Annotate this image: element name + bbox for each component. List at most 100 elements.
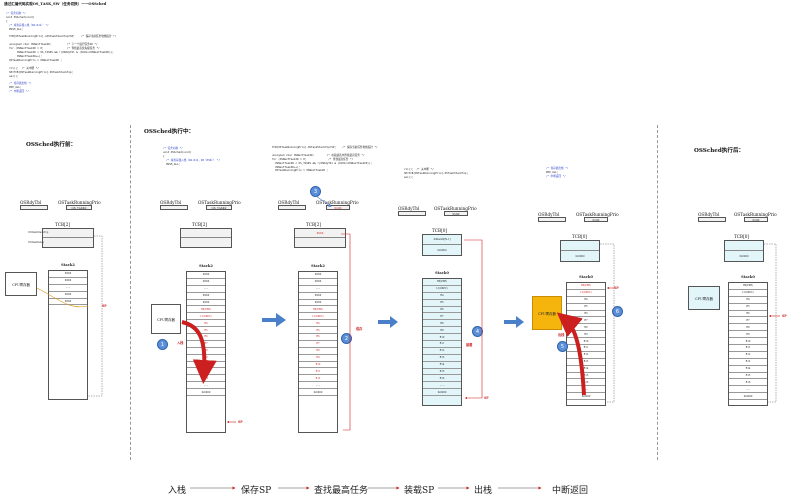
stack-cell: XXXX (49, 271, 87, 278)
stack-cell: R5 (299, 327, 337, 335)
osrdytbl-label: OSRdyTbl (398, 206, 420, 211)
stack-cell: R0(PSR) (729, 283, 767, 290)
stack-cell: R6 (187, 334, 225, 341)
step-circle-2: 2 (341, 333, 352, 344)
stack-cell: 0x0000 (729, 393, 767, 401)
code-line: unsigned char OSNextTaskID; /* 在就绪表中查找最高… (272, 153, 365, 157)
stack-cell: Lr(OSPC) (423, 286, 461, 293)
step-label-load: 装载SP (404, 486, 435, 496)
stack-cell: XXXX (49, 299, 87, 306)
stack-cell: R11 (299, 368, 337, 376)
sp-label-push: SP (238, 420, 243, 424)
code-line: /* 寄存器出栈 */ (6, 82, 32, 86)
ostaskrunningprio-label: OSTaskRunningPrio (734, 212, 777, 217)
tcb2-box: XXXX (294, 228, 346, 248)
stack0-title: Stack0 (741, 275, 755, 279)
tcb0-label: TCB[0] (734, 234, 750, 239)
stack-cell: XXXX (187, 279, 225, 286)
tcb-row-stacktop (43, 229, 93, 238)
prio-value: 0x00 (592, 217, 600, 222)
code-line: for (OSNextTaskID = 0; /* 查找最高任务 */ (272, 157, 354, 161)
tcb2-box (42, 228, 94, 248)
stack-cell: R0(PSR) (187, 306, 225, 314)
tcb0-label: TCB[0] (572, 234, 588, 239)
stack-cell: R15 (729, 373, 767, 380)
save-find-code: TCB[OSTaskRunningPrio].OSTaskStackTop=SP… (272, 146, 378, 173)
stack-cell: R6 (299, 334, 337, 341)
prio-box: 0x00 (444, 211, 468, 216)
stack-cell: ...... (567, 386, 605, 394)
stack-cell: R7 (567, 317, 605, 325)
stack-cell: XXXX (49, 292, 87, 299)
before-curve (36, 287, 89, 308)
code-line: OSTaskRunningPrio = OSNextTaskID ; (6, 58, 63, 62)
code-line: cli(); /* 关中断 */ (404, 168, 434, 171)
stack-cell: ...... (299, 286, 337, 293)
sp-label-before: SP (102, 304, 107, 308)
code-line: SP=TCB[OSTaskRunningPrio].OSTaskStackTop… (6, 70, 74, 74)
stack-cell: R4 (423, 293, 461, 300)
prio-box: 0x00 (584, 217, 608, 222)
tcb0-box: &Stack0[N-1] 0x0000 (422, 234, 462, 256)
tcb-row-delay: 0x0000 (739, 254, 749, 258)
code-line: TCB[OSTaskRunningPrio]->OSTaskStackTop=S… (6, 35, 117, 39)
osrdytbl-box (398, 211, 426, 216)
load-code: cli(); /* 关中断 */SP=TCB[OSTaskRunningPrio… (404, 168, 468, 180)
stack-cell: R0(PSR) (567, 283, 605, 290)
after-connector (764, 243, 777, 403)
stack-cell: R9 (567, 331, 605, 339)
stack-cell: XXXX (187, 293, 225, 300)
stack-cell: R14 (729, 366, 767, 373)
stack-cell: R16 (423, 375, 461, 383)
stack-cell: R15 (423, 369, 461, 376)
code-line: { (163, 154, 165, 158)
step-circle-1: 1 (157, 339, 168, 350)
stack-cell: R14 (423, 362, 461, 369)
stack-cell: XXXX (299, 279, 337, 286)
ostaskrunningprio-label: OSTaskRunningPrio (58, 200, 101, 205)
stack-cell: XXXX (187, 272, 225, 279)
page-title: 通过汇编代码实现OS_TASK_SW（任务切换）——OSSched (4, 2, 107, 6)
phase-after-title: OSSched执行后： (694, 148, 745, 154)
ostaskrunningprio-label: OSTaskRunningPrio (316, 200, 359, 205)
stack-cell: R13 (423, 355, 461, 362)
stack-cell: 0x0000 (423, 389, 461, 397)
step-circle-6: 6 (612, 306, 623, 317)
tcb-row-stacktop (181, 229, 231, 238)
stack-cell: XXXX (299, 293, 337, 300)
stack-cell: R10 (729, 338, 767, 346)
stack-cell: R12 (299, 375, 337, 383)
code-line: /* 将寄存器入栈（R4-R11，R0（PSR）） */ (163, 158, 220, 162)
step-label-return: 中断返回 (552, 486, 589, 496)
stacktop-label: OSTaskStackTop (28, 231, 49, 234)
stack-cell: XXXX (187, 300, 225, 307)
stack-cell: R8 (299, 348, 337, 355)
stack-cell: ...... (187, 382, 225, 390)
code-line: unsigned char OSNextTaskID; /* 下一个运行任务ID… (6, 43, 98, 47)
stack-cell: R10 (423, 334, 461, 342)
delay-label: OSTaskDelay (28, 241, 44, 244)
pop-connector (600, 243, 615, 403)
stack-cell: R5 (729, 304, 767, 311)
code-line: OSNextTaskID < OS_TASKS && !(OSRdyTbl & … (272, 161, 372, 165)
osrdytbl-box (538, 217, 566, 222)
flow-arrow-3 (504, 316, 524, 328)
stack-cell: R7 (299, 341, 337, 348)
sp-label-load: SP (484, 396, 489, 400)
prio-box: OS_TASK2 (66, 205, 92, 210)
ostaskrunningprio-label: OSTaskRunningPrio (576, 212, 619, 217)
code-line: PUSH_ALL; (6, 27, 24, 31)
code-line: OSNextTaskID < OS_TASKS && !(OSRdyTbl & … (6, 51, 114, 55)
stack2-title: Stack2 (61, 263, 75, 267)
code-line: cli(); /* 关中断 */ (6, 66, 39, 70)
prio-box: OS_TASK2 (206, 205, 232, 210)
stack-cell: Lr(OSPC) (567, 290, 605, 297)
code-line: OSNextTaskID++); (6, 54, 42, 58)
phase-during-title: OSSched执行中： (144, 129, 195, 135)
stack-cell: R15 (567, 373, 605, 380)
code-line: /* 将寄存器入栈（R4-R11） */ (6, 23, 49, 27)
stack-cell: R16 (729, 379, 767, 387)
